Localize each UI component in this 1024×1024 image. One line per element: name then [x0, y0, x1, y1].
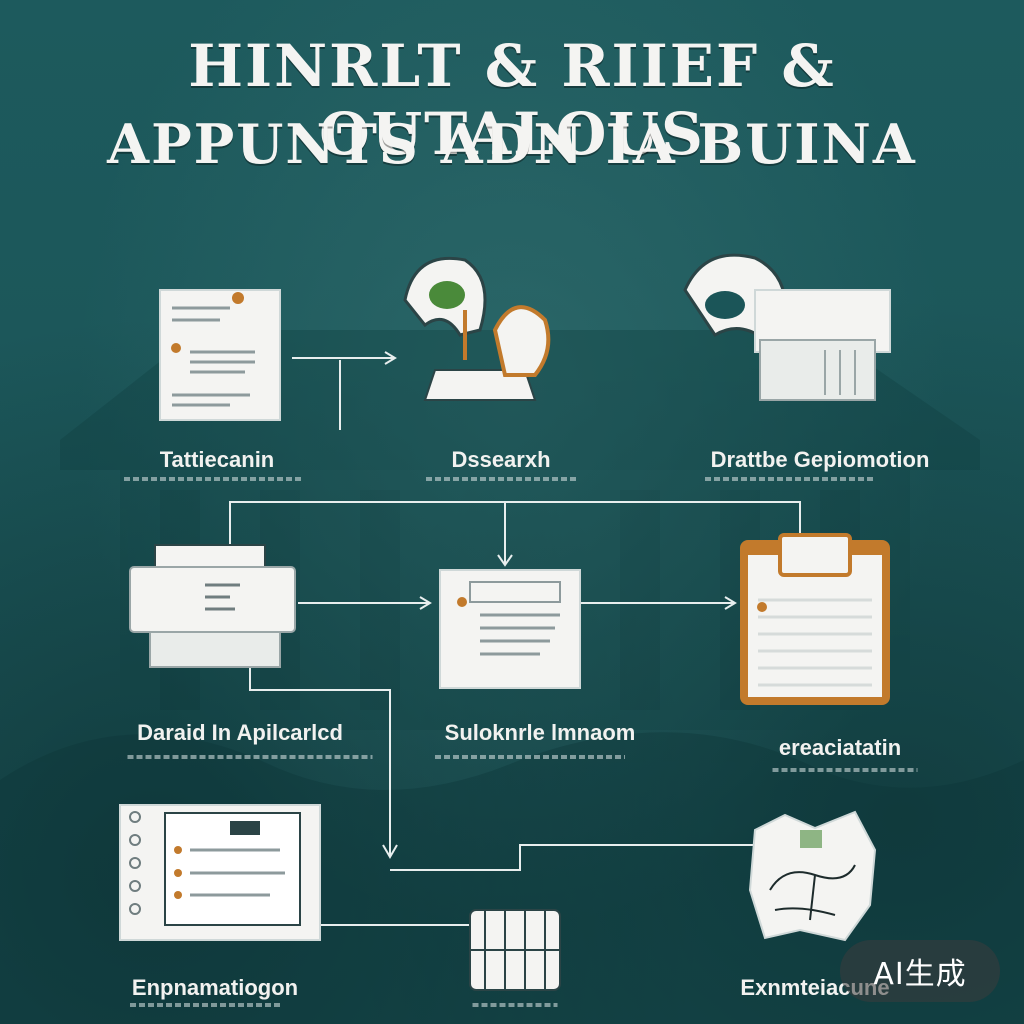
- step-label-7: Enpnamatiogon: [131, 975, 299, 1000]
- box-icon: [469, 909, 561, 991]
- step-sublabel-2: [426, 477, 576, 481]
- title-line-1: HINRLT & RIIEF & OUTALOUS: [188, 32, 836, 168]
- step-sublabel-6: [772, 768, 918, 772]
- step-sublabel-8: [472, 1003, 558, 1007]
- step-label-2: Dssearxh: [451, 447, 551, 472]
- step-sublabel-5: [435, 755, 625, 759]
- form-document-icon: [439, 569, 581, 689]
- connector-to-step9: [390, 844, 760, 871]
- title-line-2: APPUNTS ADN IA BUINA: [107, 112, 917, 176]
- printer-icon: [129, 544, 296, 668]
- step-label-5: Suloknrle lmnaom: [444, 720, 636, 745]
- clipboard-icon: [740, 533, 890, 705]
- step-sublabel-1: [124, 477, 304, 481]
- step-sublabel-4: [127, 755, 373, 759]
- step-label-3: Drattbe Gepiomotion: [710, 447, 930, 472]
- map-icon: [748, 810, 877, 942]
- microscope-icon: [403, 256, 551, 401]
- lab-equipment-icon: [683, 253, 891, 401]
- screen-panel-icon: [119, 804, 321, 941]
- ai-generated-watermark: AI生成: [840, 940, 1000, 1002]
- step-label-1: Tattiecanin: [159, 447, 275, 472]
- step-label-4: Daraid In Apilcarlcd: [137, 720, 343, 745]
- step-sublabel-7: [130, 1003, 280, 1007]
- step-sublabel-3: [705, 477, 875, 481]
- document-icon: [159, 289, 281, 421]
- connector-row2-row3: [249, 665, 391, 855]
- step-label-6: ereaciatatin: [778, 735, 902, 760]
- connector-row1-row2: [229, 501, 801, 545]
